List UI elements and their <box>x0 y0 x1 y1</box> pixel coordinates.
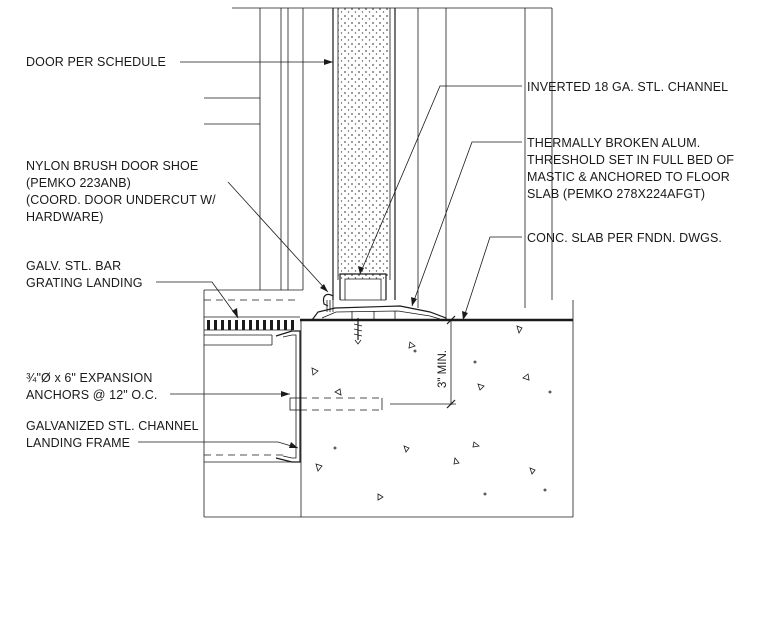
label-inverted-channel: INVERTED 18 GA. STL. CHANNEL <box>527 80 728 94</box>
label-conc-slab: CONC. SLAB PER FNDN. DWGS. <box>527 231 722 245</box>
leader-lines <box>138 61 522 449</box>
label-door-shoe-line-1: NYLON BRUSH DOOR SHOE <box>26 159 198 173</box>
label-anchors-line-1: ¾"Ø x 6" EXPANSION <box>26 371 152 385</box>
channel-landing-frame <box>204 330 301 463</box>
door-panel <box>332 8 396 300</box>
label-anchors-line-2: ANCHORS @ 12" O.C. <box>26 388 157 402</box>
label-threshold-line-2: THRESHOLD SET IN FULL BED OF <box>527 153 734 167</box>
label-grating-line-1: GALV. STL. BAR <box>26 259 121 273</box>
label-threshold-line-3: MASTIC & ANCHORED TO FLOOR <box>527 170 730 184</box>
dimension-text: 3" MIN. <box>437 350 449 388</box>
label-grating-line-2: GRATING LANDING <box>26 276 143 290</box>
label-channel-frame-line-1: GALVANIZED STL. CHANNEL <box>26 419 199 433</box>
concrete-aggregate <box>311 325 552 501</box>
grating-landing <box>203 289 303 517</box>
label-channel-frame-line-2: LANDING FRAME <box>26 436 130 450</box>
label-door-shoe-line-3: (COORD. DOOR UNDERCUT W/ <box>26 193 216 207</box>
door-shoe-brush <box>322 293 334 312</box>
label-threshold-line-4: SLAB (PEMKO 278X224AFGT) <box>527 187 705 201</box>
leader-arrowheads <box>232 59 468 448</box>
label-threshold-line-1: THERMALLY BROKEN ALUM. <box>527 136 700 150</box>
label-door-shoe-line-4: HARDWARE) <box>26 210 104 224</box>
inverted-channel <box>339 273 387 301</box>
aluminum-threshold <box>310 305 447 345</box>
wall-frame-lines <box>204 7 553 318</box>
grating-bars <box>207 320 294 330</box>
expansion-anchor <box>289 397 383 411</box>
concrete-slab <box>204 300 574 518</box>
label-door-shoe-line-2: (PEMKO 223ANB) <box>26 176 131 190</box>
dimension-3in-min: 3" MIN. <box>390 315 456 409</box>
label-door: DOOR PER SCHEDULE <box>26 55 166 69</box>
